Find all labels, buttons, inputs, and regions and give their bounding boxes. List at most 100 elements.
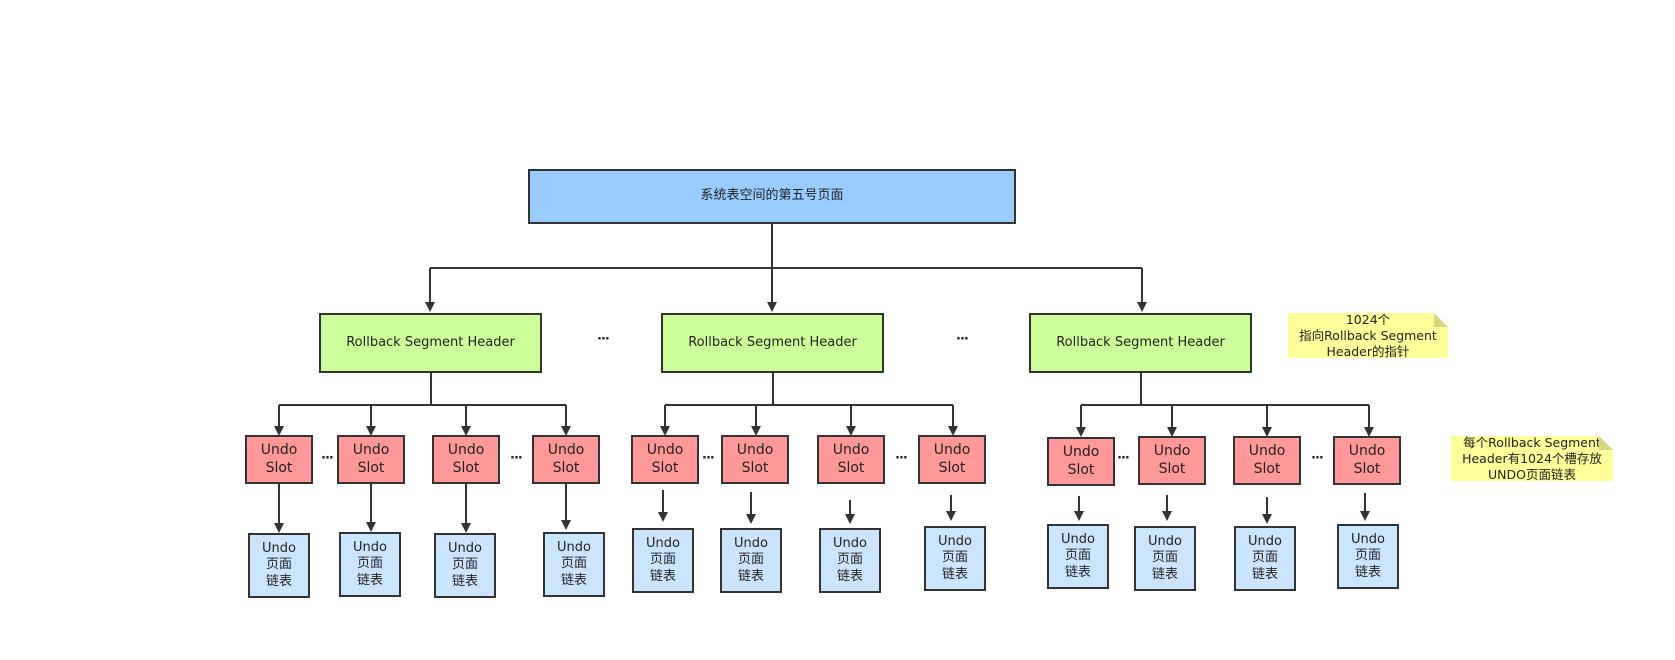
undo-slot-line1: Undo (646, 442, 684, 458)
rollback-segment-header-3: Rollback Segment Header (1029, 313, 1252, 373)
undo-page-line1: Undo (1148, 534, 1182, 550)
undo-slot-line2: Slot (357, 459, 385, 476)
undo-page-line2: 页面 (265, 557, 292, 573)
undo-page-line2: 页面 (737, 552, 764, 568)
undo-slot-line2: Slot (1067, 461, 1095, 478)
undo-page-line1: Undo (448, 541, 482, 557)
undo-page-line2: 页面 (941, 550, 968, 566)
rollback-segment-header-1: Rollback Segment Header (319, 313, 542, 373)
note-pointers: 1024个 指向Rollback Segment Header的指针 (1288, 311, 1448, 359)
undo-page-line2: 页面 (1251, 550, 1278, 566)
undo-slot-line2: Slot (837, 459, 865, 476)
undo-slot: Undo Slot (337, 435, 405, 484)
undo-page-line1: Undo (353, 540, 387, 556)
undo-slot: Undo Slot (532, 435, 600, 484)
undo-slot-line1: Undo (1153, 443, 1191, 459)
undo-slot: Undo Slot (1138, 436, 1206, 485)
undo-page-line3: 链表 (1354, 564, 1381, 580)
undo-slot-line2: Slot (741, 459, 769, 476)
undo-page-line3: 链表 (1151, 566, 1178, 582)
slot-ellipsis: ··· (510, 451, 523, 466)
undo-page-line1: Undo (833, 536, 867, 552)
undo-page-line2: 页面 (649, 552, 676, 568)
undo-page-line2: 页面 (356, 556, 383, 572)
undo-page-line3: 链表 (1064, 564, 1091, 580)
rollback-segment-header-2: Rollback Segment Header (661, 313, 884, 373)
undo-page-list: Undo 页面 链表 (1134, 526, 1196, 591)
note-pointers-line3: Header的指针 (1326, 343, 1410, 359)
undo-slot-line1: Undo (933, 442, 971, 458)
undo-slot-line2: Slot (552, 459, 580, 476)
undo-page-list: Undo 页面 链表 (924, 526, 986, 591)
note-pointers-line1: 1024个 (1345, 311, 1391, 327)
undo-page-line1: Undo (262, 541, 296, 557)
note-slots-line1: 每个Rollback Segment (1463, 434, 1601, 450)
slot-ellipsis: ··· (321, 451, 334, 466)
slot-ellipsis: ··· (1311, 451, 1324, 466)
undo-page-list: Undo 页面 链表 (339, 532, 401, 597)
undo-page-line2: 页面 (560, 556, 587, 572)
root-page-box: 系统表空间的第五号页面 (528, 169, 1016, 224)
undo-page-line3: 链表 (836, 568, 863, 584)
undo-page-list: Undo 页面 链表 (434, 533, 496, 598)
undo-slot-line2: Slot (1158, 460, 1186, 477)
undo-page-line3: 链表 (560, 572, 587, 588)
undo-page-list: Undo 页面 链表 (1047, 524, 1109, 589)
rollback-segment-header-label: Rollback Segment Header (1056, 334, 1225, 350)
undo-page-line2: 页面 (1151, 550, 1178, 566)
undo-slot-line1: Undo (1348, 443, 1386, 459)
note-slots: 每个Rollback Segment Header有1024个槽存放 UNDO页… (1451, 434, 1613, 482)
undo-slot-line1: Undo (736, 442, 774, 458)
undo-page-line2: 页面 (1354, 548, 1381, 564)
undo-page-line3: 链表 (1251, 566, 1278, 582)
undo-page-line3: 链表 (737, 568, 764, 584)
note-slots-line2: Header有1024个槽存放 (1462, 450, 1602, 466)
undo-slot-line1: Undo (1248, 443, 1286, 459)
undo-page-line1: Undo (1061, 532, 1095, 548)
undo-page-line3: 链表 (649, 568, 676, 584)
undo-slot-line1: Undo (447, 442, 485, 458)
undo-page-list: Undo 页面 链表 (632, 528, 694, 593)
undo-slot-line1: Undo (260, 442, 298, 458)
undo-page-line1: Undo (734, 536, 768, 552)
undo-slot-line1: Undo (1062, 444, 1100, 460)
undo-slot-line2: Slot (1253, 460, 1281, 477)
undo-page-line3: 链表 (356, 572, 383, 588)
undo-page-line3: 链表 (941, 566, 968, 582)
undo-page-line3: 链表 (265, 573, 292, 589)
header-ellipsis: ··· (956, 332, 969, 347)
undo-slot: Undo Slot (631, 435, 699, 484)
undo-slot-line2: Slot (938, 459, 966, 476)
slot-ellipsis: ··· (1117, 451, 1130, 466)
undo-slot: Undo Slot (918, 435, 986, 484)
slot-ellipsis: ··· (702, 451, 715, 466)
rollback-segment-header-label: Rollback Segment Header (346, 334, 515, 350)
undo-slot: Undo Slot (1233, 436, 1301, 485)
slot-ellipsis: ··· (895, 451, 908, 466)
undo-slot-line2: Slot (1353, 460, 1381, 477)
undo-page-line3: 链表 (451, 573, 478, 589)
root-page-label: 系统表空间的第五号页面 (700, 188, 844, 204)
undo-page-line1: Undo (646, 536, 680, 552)
undo-page-line2: 页面 (1064, 548, 1091, 564)
undo-slot: Undo Slot (245, 435, 313, 484)
undo-slot: Undo Slot (432, 435, 500, 484)
rollback-segment-header-label: Rollback Segment Header (688, 334, 857, 350)
header-ellipsis: ··· (597, 332, 610, 347)
undo-slot-line1: Undo (832, 442, 870, 458)
undo-page-line2: 页面 (451, 557, 478, 573)
undo-page-list: Undo 页面 链表 (543, 532, 605, 597)
undo-slot: Undo Slot (1333, 436, 1401, 485)
undo-page-line1: Undo (557, 540, 591, 556)
undo-page-line1: Undo (938, 534, 972, 550)
undo-slot-line1: Undo (547, 442, 585, 458)
undo-slot: Undo Slot (1047, 437, 1115, 486)
undo-slot: Undo Slot (721, 435, 789, 484)
note-slots-line3: UNDO页面链表 (1488, 466, 1576, 482)
undo-slot-line2: Slot (452, 459, 480, 476)
undo-slot-line2: Slot (265, 459, 293, 476)
undo-slot: Undo Slot (817, 435, 885, 484)
undo-page-line1: Undo (1248, 534, 1282, 550)
undo-page-list: Undo 页面 链表 (1337, 524, 1399, 589)
